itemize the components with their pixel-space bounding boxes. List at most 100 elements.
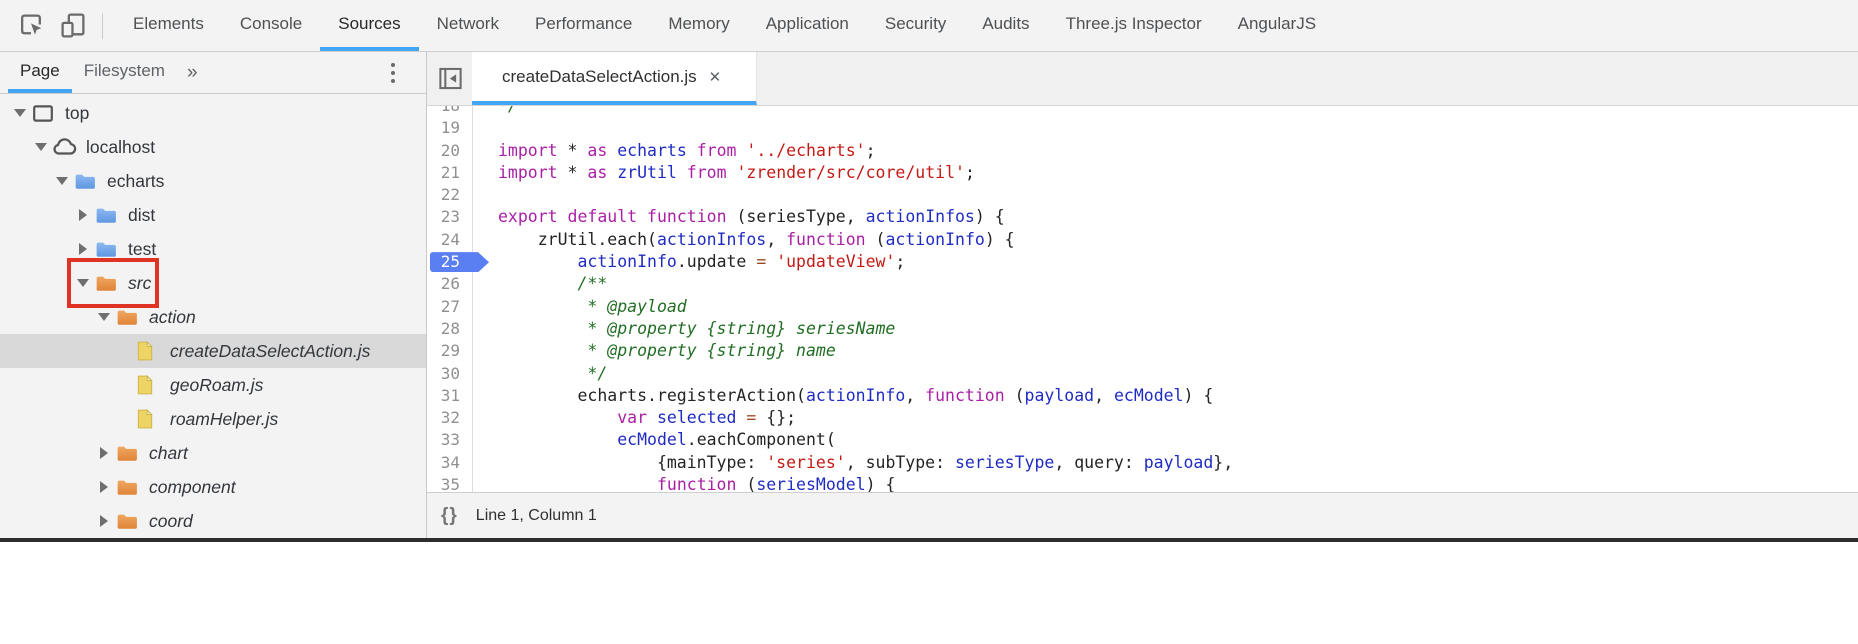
- line-number[interactable]: 30: [440, 363, 460, 383]
- folder-icon-orange: [116, 444, 141, 462]
- line-number[interactable]: 31: [440, 385, 460, 405]
- tab-elements[interactable]: Elements: [133, 13, 204, 33]
- line-number[interactable]: 22: [440, 185, 460, 205]
- tree-item-src[interactable]: src: [0, 258, 426, 308]
- tab-page[interactable]: Page: [8, 52, 72, 93]
- spacer: [208, 52, 376, 93]
- folder-icon-blue: [95, 206, 120, 224]
- line-number[interactable]: 33: [440, 430, 460, 450]
- tab-audits[interactable]: Audits: [982, 13, 1030, 33]
- navigator-sidebar: Page Filesystem » top localhost echarts dis…: [0, 52, 427, 538]
- js-file-icon: [137, 375, 162, 395]
- code-line: 22: [427, 184, 1858, 206]
- disclosure-down-icon[interactable]: [75, 279, 90, 287]
- tab-security[interactable]: Security: [884, 13, 947, 33]
- line-number[interactable]: 29: [440, 341, 460, 361]
- disclosure-right-icon[interactable]: [75, 243, 90, 255]
- js-file-icon: [137, 341, 162, 361]
- folder-icon-orange: [95, 274, 120, 292]
- disclosure-down-icon[interactable]: [33, 143, 48, 151]
- tree-item-component[interactable]: component: [0, 470, 426, 504]
- code-line: 30 */: [427, 363, 1858, 385]
- disclosure-down-icon[interactable]: [12, 109, 27, 117]
- code-line: 27 * @payload: [427, 296, 1858, 318]
- line-number[interactable]: 35: [440, 475, 460, 492]
- tree-item-roamhelper-js[interactable]: roamHelper.js: [0, 402, 426, 436]
- tab-three-js-inspector[interactable]: Three.js Inspector: [1065, 13, 1202, 33]
- breakpoint-badge[interactable]: [430, 252, 489, 272]
- tree-item-localhost[interactable]: localhost: [0, 130, 426, 164]
- tree-item-label: localhost: [86, 136, 156, 157]
- code-line: 18*/: [427, 106, 1858, 117]
- more-tabs-chevron[interactable]: »: [186, 61, 198, 83]
- navigator-menu-icon[interactable]: [376, 52, 410, 93]
- tree-item-createdataselectaction-js[interactable]: createDataSelectAction.js: [0, 334, 426, 368]
- tab-angularjs[interactable]: AngularJS: [1237, 13, 1317, 33]
- disclosure-right-icon[interactable]: [75, 209, 90, 221]
- inspect-cursor-icon[interactable]: [10, 6, 52, 46]
- code-line-text: import * as zrUtil from 'zrender/src/cor…: [498, 162, 975, 182]
- line-number[interactable]: 24: [440, 229, 460, 249]
- tree-item-echarts[interactable]: echarts: [0, 164, 426, 198]
- device-toolbar-icon[interactable]: [52, 6, 94, 46]
- code-line: 24 zrUtil.each(actionInfos, function (ac…: [427, 229, 1858, 251]
- code-line: 29 * @property {string} name: [427, 340, 1858, 362]
- tree-item-top[interactable]: top: [0, 96, 426, 130]
- tree-item-dist[interactable]: dist: [0, 198, 426, 232]
- line-number[interactable]: 26: [440, 274, 460, 294]
- line-number[interactable]: 28: [440, 318, 460, 338]
- line-number[interactable]: 32: [440, 408, 460, 428]
- line-number[interactable]: 20: [440, 140, 460, 160]
- tree-item-chart[interactable]: chart: [0, 436, 426, 470]
- gutter-divider: [472, 106, 473, 492]
- tree-item-coord[interactable]: coord: [0, 504, 426, 538]
- tree-item-test[interactable]: test: [0, 232, 426, 266]
- code-line: 34 {mainType: 'series', subType: seriesT…: [427, 452, 1858, 474]
- line-number[interactable]: 18: [427, 106, 472, 117]
- disclosure-right-icon[interactable]: [96, 481, 111, 493]
- tree-item-action[interactable]: action: [0, 300, 426, 334]
- tab-performance[interactable]: Performance: [534, 13, 633, 33]
- disclosure-right-icon[interactable]: [96, 515, 111, 527]
- code-line-text: import * as echarts from '../echarts';: [498, 140, 876, 160]
- tree-item-georoam-js[interactable]: geoRoam.js: [0, 368, 426, 402]
- line-number[interactable]: 25: [440, 252, 460, 272]
- tab-console[interactable]: Console: [239, 13, 303, 33]
- code-line-text: echarts.registerAction(actionInfo, funct…: [498, 385, 1214, 405]
- line-number[interactable]: 34: [440, 452, 460, 472]
- tree-item-label: geoRoam.js: [170, 374, 264, 395]
- disclosure-down-icon[interactable]: [54, 177, 69, 185]
- pretty-print-icon[interactable]: {}: [441, 504, 458, 526]
- frame-icon: [32, 104, 57, 123]
- line-number[interactable]: 27: [440, 296, 460, 316]
- line-number[interactable]: 19: [440, 118, 460, 138]
- devtools-bottom-edge: [0, 538, 1858, 542]
- line-number[interactable]: 21: [440, 162, 460, 182]
- tree-item-label: top: [65, 102, 90, 123]
- code-line-text: [472, 117, 498, 139]
- editor-tab-createDataSelectAction[interactable]: createDataSelectAction.js ✕: [472, 52, 757, 105]
- code-line-text: function (seriesModel) {: [656, 475, 896, 492]
- code-line-text: * @property {string} name: [498, 341, 836, 361]
- editor-status-bar: {} Line 1, Column 1: [427, 492, 1858, 538]
- tree-item-label: action: [149, 306, 196, 327]
- tree-item-label: component: [149, 476, 236, 497]
- tab-sources[interactable]: Sources: [320, 0, 419, 51]
- close-tab-icon[interactable]: ✕: [708, 68, 722, 86]
- navigator-tab-bar: Page Filesystem »: [0, 52, 426, 94]
- disclosure-right-icon[interactable]: [96, 447, 111, 459]
- tab-network[interactable]: Network: [436, 13, 499, 33]
- tab-memory[interactable]: Memory: [668, 13, 730, 33]
- tab-application[interactable]: Application: [765, 13, 849, 33]
- tree-item-label: echarts: [107, 170, 165, 191]
- hide-navigator-icon[interactable]: [427, 52, 472, 105]
- tab-filesystem[interactable]: Filesystem: [83, 60, 165, 80]
- main-toolbar: Elements Console Sources Network Performance…: [0, 0, 1858, 52]
- disclosure-down-icon[interactable]: [96, 313, 111, 321]
- code-line-text: */: [472, 106, 518, 117]
- line-number[interactable]: 23: [440, 207, 460, 227]
- code-line-text: var selected = {};: [617, 408, 797, 428]
